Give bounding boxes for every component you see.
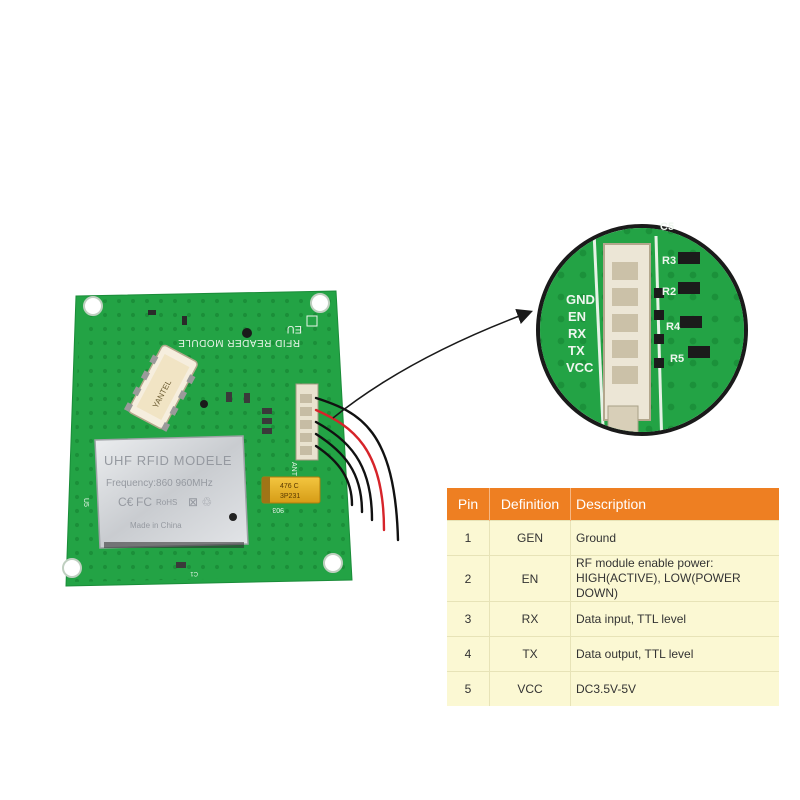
ceramic-chip: YANTEL — [123, 344, 198, 432]
header-definition: Definition — [489, 488, 571, 521]
cell-description: Data input, TTL level — [570, 601, 779, 637]
cell-description: Data output, TTL level — [570, 636, 779, 672]
cell-definition: TX — [489, 636, 571, 672]
pin-definition-table: Pin Definition Description 1 GEN Ground … — [447, 488, 779, 706]
smd-components — [148, 310, 272, 568]
cell-pin: 2 — [447, 555, 490, 602]
cell-pin: 5 — [447, 671, 490, 706]
zoom-pin-label-rx: RX — [568, 326, 586, 341]
callout-arrow — [332, 308, 533, 419]
label-c1: C1 — [190, 570, 198, 576]
rfid-board: RFID READER MODULE EU YANTEL — [62, 290, 400, 587]
rf-shield: UHF RFID MODELE Frequency:860 960MHz RoH… — [94, 435, 249, 549]
cell-description: Ground — [570, 520, 779, 556]
label-ant: ANT — [290, 462, 297, 477]
cell-description-line: RF module enable power: — [576, 556, 714, 570]
zoom-label-r3: R3 — [662, 255, 676, 267]
cell-definition: VCC — [489, 671, 571, 706]
cell-pin: 3 — [447, 601, 490, 637]
tantalum-capacitor: 476 C 3P231 — [261, 476, 321, 504]
table-row: 3 RX Data input, TTL level — [447, 601, 779, 637]
fc-mark-icon: FC — [136, 495, 152, 509]
ce-mark-icon: C€ — [118, 495, 134, 509]
silkscreen-region-box — [306, 315, 318, 327]
board-connector — [295, 383, 319, 461]
label-u5: U5 — [82, 498, 89, 507]
zoom-label-r4: R4 — [666, 321, 681, 333]
zoom-label-r2: R2 — [662, 286, 676, 298]
table-header-row: Pin Definition Description — [447, 488, 779, 521]
shield-title: UHF RFID MODELE — [104, 453, 232, 468]
cable-wires — [314, 396, 400, 542]
zoom-label-r5: R5 — [670, 353, 684, 365]
shield-dot — [229, 513, 237, 521]
label-903: 903 — [272, 506, 284, 513]
cell-description-line: HIGH(ACTIVE), LOW(POWER DOWN) — [576, 571, 741, 600]
zoom-pin-label-en: EN — [568, 309, 586, 324]
connector-zoom-view: GND EN RX TX VCC C5 R3 R2 R4 R5 — [536, 221, 748, 436]
capacitor-marking-2: 3P231 — [280, 493, 300, 500]
shield-origin: Made in China — [130, 521, 182, 530]
cell-definition: EN — [489, 555, 571, 602]
header-pin: Pin — [447, 488, 490, 521]
shield-frequency: Frequency:860 960MHz — [106, 478, 213, 489]
silkscreen-region-label: EU — [287, 323, 302, 335]
zoom-pin-label-tx: TX — [568, 343, 585, 358]
cell-description: RF module enable power: HIGH(ACTIVE), LO… — [570, 555, 779, 602]
cell-pin: 1 — [447, 520, 490, 556]
table-row: 5 VCC DC3.5V-5V — [447, 671, 779, 706]
table-row: 4 TX Data output, TTL level — [447, 636, 779, 672]
cell-pin: 4 — [447, 636, 490, 672]
header-description: Description — [570, 488, 779, 521]
cell-definition: RX — [489, 601, 571, 637]
zoom-pin-label-vcc: VCC — [566, 360, 594, 375]
shield-rohs: RoHS — [156, 498, 177, 507]
zoom-label-c5: C5 — [660, 221, 674, 233]
table-row: 2 EN RF module enable power: HIGH(ACTIVE… — [447, 555, 779, 602]
cell-description: DC3.5V-5V — [570, 671, 779, 706]
zoom-pin-label-gnd: GND — [566, 292, 595, 307]
mounting-hole — [62, 293, 343, 578]
recycle-mark-icon: ⊠ ♲ — [188, 495, 212, 509]
table-row: 1 GEN Ground — [447, 520, 779, 556]
silkscreen-module-label: RFID READER MODULE — [178, 337, 300, 348]
capacitor-marking-1: 476 C — [280, 483, 299, 490]
cell-definition: GEN — [489, 520, 571, 556]
